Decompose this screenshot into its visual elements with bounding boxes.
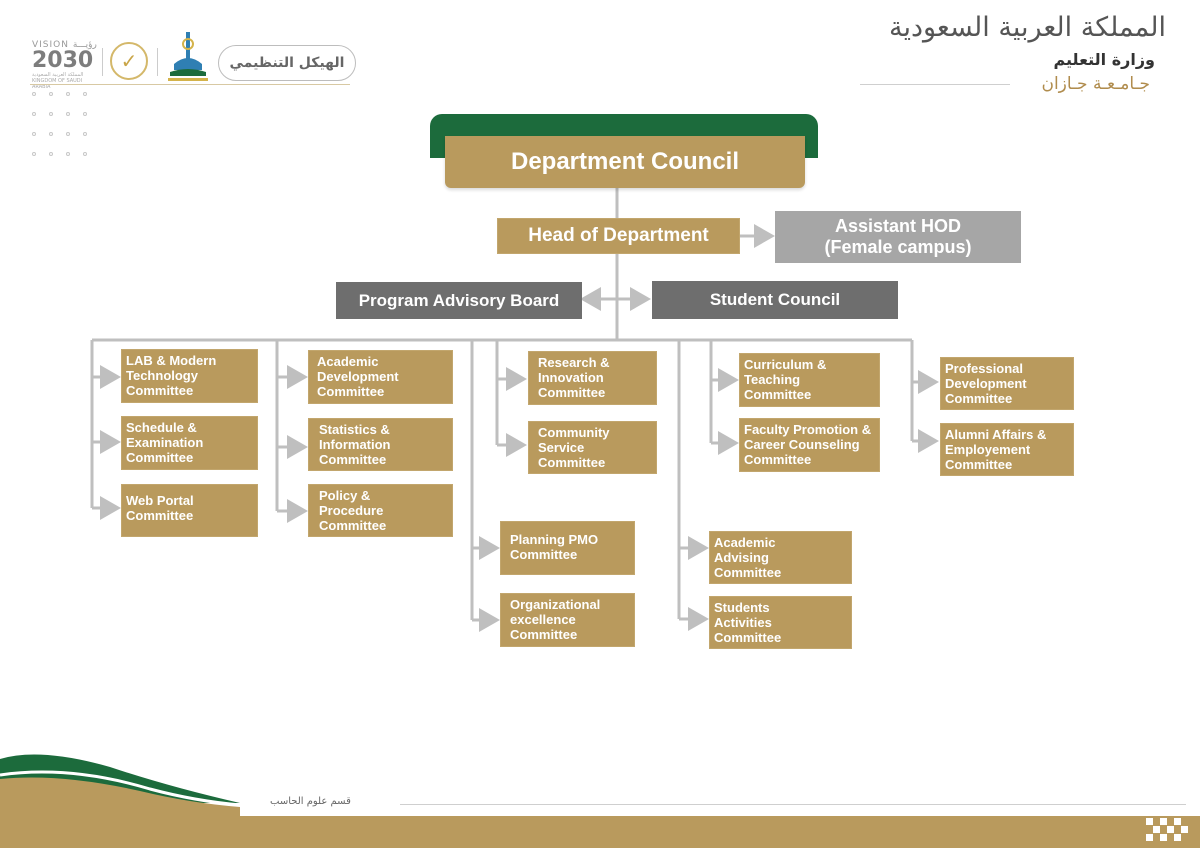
committee-lab-technology: LAB & Modern Technology Committee — [121, 349, 258, 403]
committee-policy-procedure: Policy & Procedure Committee — [308, 484, 453, 537]
accreditation-seal-icon: ✓ — [110, 42, 148, 80]
committee-schedule-examination: Schedule & Examination Committee — [121, 416, 258, 470]
university-logo-icon — [168, 32, 208, 81]
vision-year: 2030 — [32, 48, 94, 73]
committee-planning-pmo: Planning PMO Committee — [500, 521, 635, 575]
head-of-department-box: Head of Department — [497, 218, 740, 254]
vision-2030-logo: VISION رؤيـــة 2030 المملكة العربية السع… — [32, 40, 98, 90]
committee-research-innovation: Research & Innovation Committee — [528, 351, 657, 405]
kingdom-name: المملكة العربية السعودية — [888, 12, 1166, 43]
committee-academic-advising: Academic Advising Committee — [709, 531, 852, 584]
ministry-name: وزارة التعليم — [1053, 50, 1155, 69]
header-divider-right — [860, 84, 1010, 85]
vision-label: VISION رؤيـــة — [32, 40, 97, 50]
student-council-box: Student Council — [652, 281, 898, 319]
committee-organizational-excellence: Organizational excellence Committee — [500, 593, 635, 647]
footer-pattern-icon — [1146, 818, 1188, 841]
committee-students-activities: Students Activities Committee — [709, 596, 852, 649]
program-advisory-board-box: Program Advisory Board — [336, 282, 582, 319]
committee-alumni-affairs: Alumni Affairs & Employement Committee — [940, 423, 1074, 476]
footer-wave-decoration — [0, 754, 241, 820]
committee-curriculum-teaching: Curriculum & Teaching Committee — [739, 353, 880, 407]
university-name: جـامـعـة جـازان — [1041, 74, 1150, 94]
header-divider-left — [30, 84, 350, 85]
department-council-box: Department Council — [445, 136, 805, 188]
logo-separator — [102, 48, 103, 76]
assistant-hod-box: Assistant HOD (Female campus) — [775, 211, 1021, 263]
vision-subtitle: المملكة العربية السعودية KINGDOM OF SAUD… — [32, 72, 84, 90]
footer-divider — [400, 804, 1186, 805]
page-title: الهيكل التنظيمي — [218, 45, 356, 81]
footer-band — [0, 816, 1200, 848]
committee-community-service: Community Service Committee — [528, 421, 657, 474]
committee-statistics-information: Statistics & Information Committee — [308, 418, 453, 471]
committee-academic-development: Academic Development Committee — [308, 350, 453, 404]
logo-separator — [157, 48, 158, 76]
footer-department-name: قسم علوم الحاسب — [270, 796, 351, 807]
committee-professional-development: Professional Development Committee — [940, 357, 1074, 410]
committee-web-portal: Web Portal Committee — [121, 484, 258, 537]
committee-faculty-promotion: Faculty Promotion & Career Counseling Co… — [739, 418, 880, 472]
